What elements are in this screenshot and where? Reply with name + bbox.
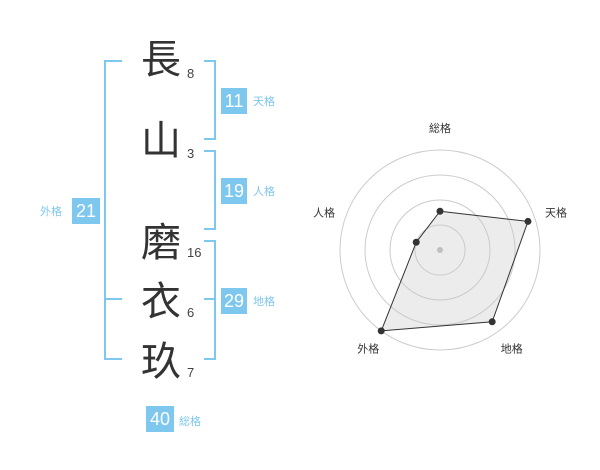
radar-center-dot — [437, 247, 443, 253]
name-char-3: 磨 — [141, 220, 181, 266]
stroke-count-2: 3 — [187, 146, 195, 161]
radar-ring — [364, 174, 516, 326]
radar-ring — [414, 224, 466, 276]
radar-ring — [389, 199, 491, 301]
radar-point-5 — [412, 238, 420, 246]
radar-point-1 — [436, 207, 444, 215]
tenkaku-value: 11 — [221, 88, 247, 114]
tenkaku-bracket — [204, 60, 216, 140]
jinkaku-label: 人格 — [253, 185, 275, 198]
radar-point-2 — [524, 217, 532, 225]
radar-point-3 — [488, 318, 496, 326]
radar-axis-label-1: 総格 — [429, 121, 451, 135]
gaikaku-value: 21 — [72, 198, 100, 224]
radar-ring — [339, 149, 541, 351]
stroke-count-1: 8 — [187, 66, 195, 81]
stroke-count-4: 6 — [187, 305, 195, 320]
radar-axis-label-3: 地格 — [501, 342, 523, 356]
chikaku-bracket-divider — [204, 298, 216, 300]
radar-point-4 — [377, 327, 385, 335]
name-char-5: 玖 — [141, 339, 181, 385]
gaikaku-bracket-divider — [104, 298, 122, 300]
radar-data-polygon — [380, 210, 529, 332]
jinkaku-value: 19 — [221, 178, 247, 204]
soukaku-label: 総格 — [179, 415, 201, 428]
tenkaku-label: 天格 — [253, 95, 275, 108]
radar-axis-label-2: 天格 — [545, 205, 567, 219]
chikaku-label: 地格 — [253, 295, 275, 308]
chikaku-bracket — [204, 240, 216, 360]
radar-axis-label-5: 人格 — [313, 205, 335, 219]
gaikaku-bracket — [104, 60, 122, 360]
soukaku-value: 40 — [146, 406, 174, 432]
chikaku-value: 29 — [221, 288, 247, 314]
stroke-count-3: 16 — [187, 245, 202, 260]
radar-axis-label-4: 外格 — [357, 342, 379, 356]
name-char-1: 長 — [141, 37, 181, 83]
stroke-count-5: 7 — [187, 365, 195, 380]
name-char-4: 衣 — [141, 279, 181, 325]
jinkaku-bracket — [204, 150, 216, 230]
gaikaku-label: 外格 — [40, 205, 62, 218]
name-char-2: 山 — [141, 118, 181, 164]
